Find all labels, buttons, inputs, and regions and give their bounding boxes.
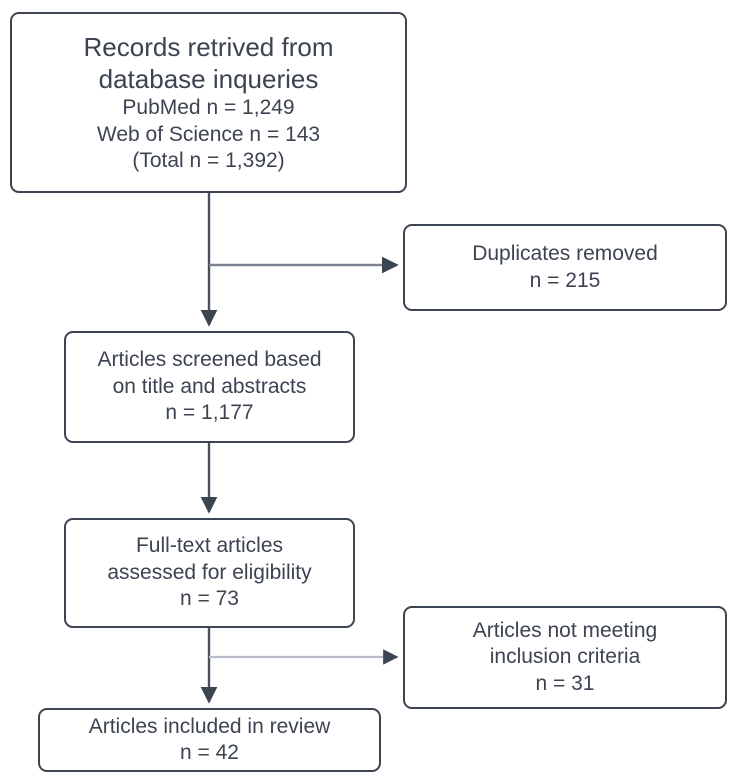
node-fulltext-line-3: n = 73 (180, 587, 239, 611)
node-notmeeting-line-1: Articles not meeting (472, 618, 658, 642)
node-articles-screened: Articles screened based on title and abs… (64, 331, 355, 443)
node-articles-included: Articles included in review n = 42 (38, 708, 381, 772)
node-screened-line-3: n = 1,177 (165, 401, 254, 425)
node-records-line-4: Web of Science n = 143 (96, 122, 321, 146)
node-records-line-5: (Total n = 1,392) (132, 148, 285, 172)
node-fulltext-line-2: assessed for eligibility (107, 560, 312, 584)
node-fulltext-line-1: Full-text articles (135, 534, 284, 558)
node-duplicates-line-2: n = 215 (529, 268, 601, 292)
node-screened-line-2: on title and abstracts (112, 374, 307, 398)
node-articles-not-meeting-criteria: Articles not meeting inclusion criteria … (403, 606, 727, 709)
node-duplicates-line-1: Duplicates removed (472, 242, 658, 266)
node-duplicates-removed: Duplicates removed n = 215 (403, 224, 727, 311)
node-records-retrieved: Records retrived from database inqueries… (10, 12, 407, 193)
node-included-line-2: n = 42 (180, 741, 239, 764)
node-records-line-3: PubMed n = 1,249 (122, 96, 295, 120)
node-records-line-2: database inqueries (98, 63, 319, 94)
node-included-line-1: Articles included in review (88, 714, 331, 738)
node-fulltext-assessed: Full-text articles assessed for eligibil… (64, 518, 355, 628)
node-notmeeting-line-3: n = 31 (535, 671, 595, 695)
node-records-line-1: Records retrived from (83, 31, 334, 62)
node-screened-line-1: Articles screened based (97, 348, 322, 372)
node-notmeeting-line-2: inclusion criteria (489, 645, 641, 669)
